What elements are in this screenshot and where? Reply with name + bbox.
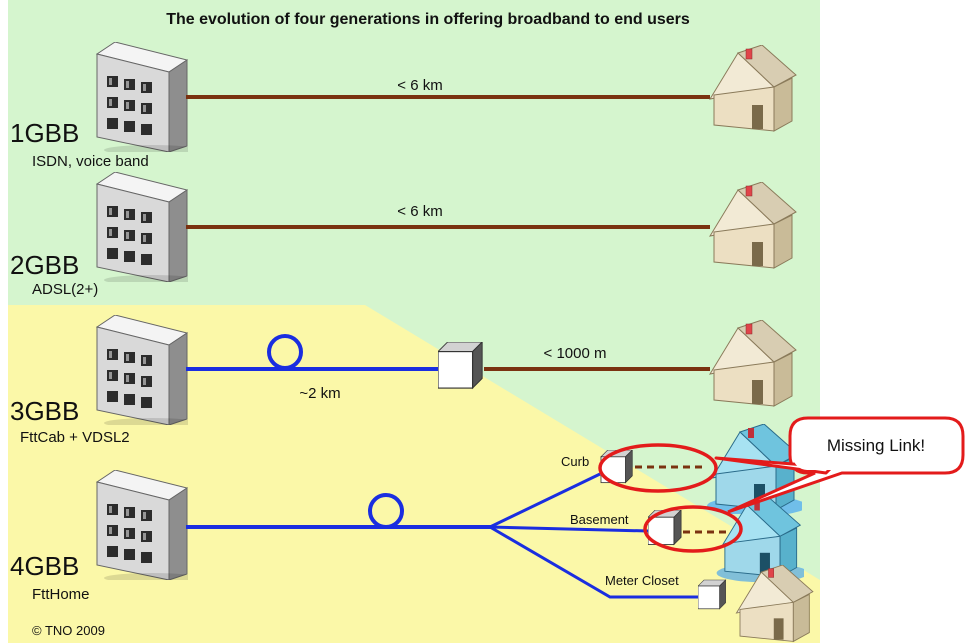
fiber-coil-icon: [267, 334, 303, 370]
fiber-branch-meter-closet: [489, 525, 700, 599]
branch-label-curb: Curb: [561, 454, 589, 469]
generation-label: 1GBB: [10, 118, 79, 148]
cabinet-icon: [438, 342, 483, 389]
row-3gbb: ~2 km < 1000 m 3GBB FttCab + VDSL2: [10, 315, 797, 446]
yellow-background: [8, 305, 820, 643]
generation-label: 3GBB: [10, 396, 79, 426]
technology-label: FttCab + VDSL2: [20, 429, 130, 446]
building-icon: [96, 470, 188, 580]
building-icon: [96, 42, 188, 152]
building-icon: [96, 315, 188, 425]
distance-label: < 6 km: [397, 77, 442, 94]
missing-link-callout: Missing Link!: [714, 416, 965, 514]
technology-label: ADSL(2+): [32, 281, 98, 298]
branch-label-meter-closet: Meter Closet: [605, 573, 679, 588]
row-2gbb: < 6 km 2GBB ADSL(2+): [10, 172, 797, 298]
building-icon: [96, 172, 188, 282]
copyright-label: © TNO 2009: [32, 623, 105, 638]
branch-label-basement: Basement: [570, 512, 629, 527]
cabinet-icon: [698, 579, 727, 610]
technology-label: FttHome: [32, 586, 90, 603]
copper-distance-label: < 1000 m: [544, 345, 607, 362]
fiber-branch-basement: [489, 525, 649, 533]
technology-label: ISDN, voice band: [32, 153, 149, 170]
highlight-ellipse: [598, 443, 718, 493]
distance-label: < 6 km: [397, 203, 442, 220]
highlight-ellipse: [643, 505, 743, 553]
diagram-title: The evolution of four generations in off…: [166, 11, 690, 28]
fiber-distance-label: ~2 km: [299, 385, 340, 402]
row-4gbb: Curb Basement Meter Closet 4GBB FttHome: [10, 424, 814, 642]
generation-label: 4GBB: [10, 551, 79, 581]
row-1gbb: < 6 km 1GBB ISDN, voice band: [10, 42, 797, 170]
generation-label: 2GBB: [10, 250, 79, 280]
callout-text: Missing Link!: [827, 436, 925, 455]
fiber-branch-curb: [489, 472, 601, 529]
fiber-coil-icon: [368, 493, 404, 529]
